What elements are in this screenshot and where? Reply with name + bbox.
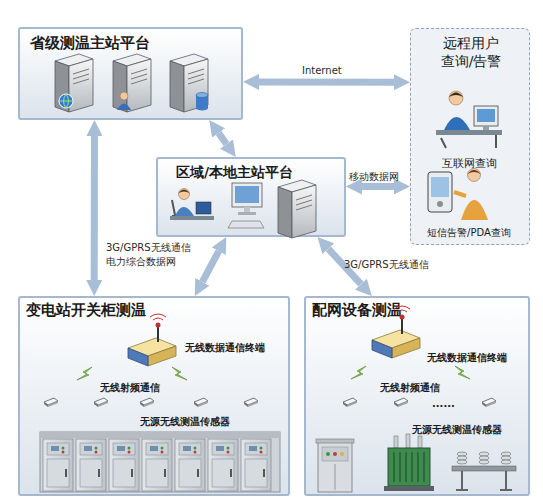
edge-label: Internet: [302, 64, 402, 78]
ellipsis-mark: ......: [432, 398, 455, 411]
box-title: 省级测温主站平台: [30, 34, 150, 53]
site-box: 变电站开关柜测温无线数据通信终端无线射频通信无源无线测温传感器: [18, 296, 290, 496]
icon-caption: 短信告警/PDA查询: [411, 227, 527, 240]
box-title: 变电站开关柜测温: [26, 301, 146, 320]
platform-box: 省级测温主站平台: [18, 27, 243, 120]
site-box: 配网设备测温无线数据通信终端无线射频通信...... 无源无线测温传感器: [304, 296, 530, 496]
part-label: 无线数据通信终端: [185, 342, 265, 354]
edge-label: 3G/GPRS无线通信: [344, 258, 444, 272]
part-label: 无线射频通信: [380, 382, 440, 394]
icon-caption: 互联网查询: [411, 157, 527, 171]
user-group-box: 远程用户 查询/告警互联网查询短信告警/PDA查询: [410, 28, 530, 245]
double-arrow: [362, 183, 394, 190]
double-arrow: [91, 136, 98, 280]
double-arrow: [259, 78, 394, 85]
double-arrow: [202, 251, 218, 282]
edge-label: 移动数据网: [349, 170, 449, 184]
part-label: 无线数据通信终端: [427, 352, 507, 364]
edge-label: 3G/GPRS无线通信 电力综合数据网: [106, 241, 206, 268]
box-title: 远程用户 查询/告警: [426, 35, 516, 70]
box-title: 配网设备测温: [312, 301, 402, 320]
platform-box: 区域/本地主站平台: [156, 157, 346, 237]
double-arrow: [219, 133, 227, 144]
part-label: 无源无线测温传感器: [140, 416, 230, 428]
part-label: 无源无线测温传感器: [412, 424, 502, 436]
part-label: 无线射频通信: [100, 382, 160, 394]
box-title: 区域/本地主站平台: [176, 164, 293, 182]
